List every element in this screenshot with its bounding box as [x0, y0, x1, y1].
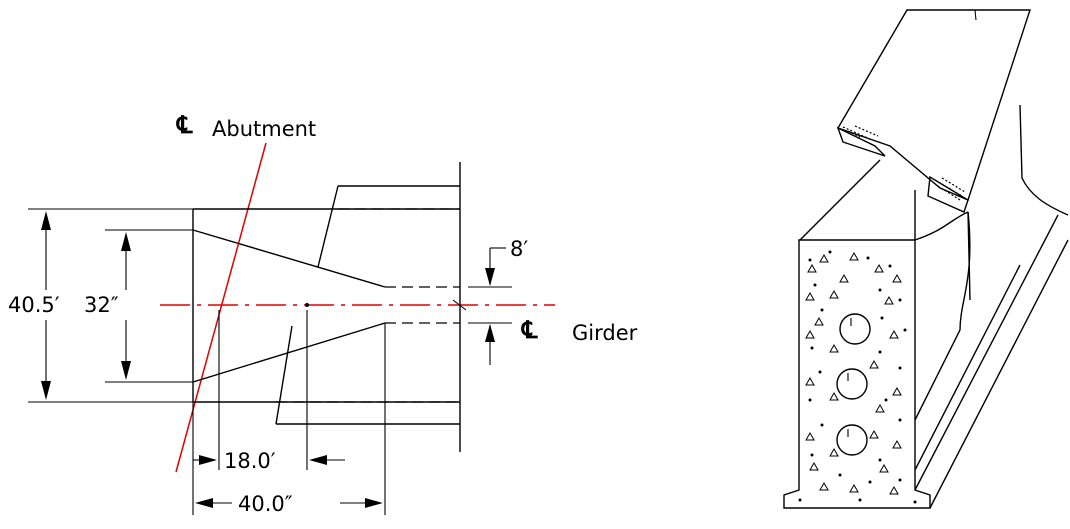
girder-center-point	[305, 303, 309, 307]
dim-top-offset	[468, 247, 512, 365]
dim-forty-label: 40.0″	[238, 492, 293, 516]
dim-eighteen	[193, 310, 345, 470]
concrete-aggregate-texture	[798, 250, 917, 504]
girder-label: Girder	[572, 321, 638, 345]
strand-circle	[836, 424, 868, 456]
strand-circle	[839, 313, 871, 345]
dim-eighteen-label: 18.0′	[224, 449, 276, 473]
abutment-centerline	[175, 142, 267, 473]
dim-bottom-flange-label: 32″	[84, 293, 119, 317]
girder-centerline-symbol: ℄	[521, 315, 538, 344]
strand-circle	[836, 368, 868, 400]
dim-bottom-flange	[105, 229, 193, 383]
abutment-centerline-symbol: ℄	[176, 110, 193, 139]
girder-outline	[192, 162, 467, 452]
dim-overall-depth	[28, 208, 193, 403]
dim-forty	[192, 323, 386, 515]
abutment-label: Abutment	[212, 117, 316, 141]
dim-top-offset-label: 8′	[510, 237, 528, 261]
plan-view: ℄ Abutment	[8, 110, 638, 516]
isometric-girder	[783, 9, 1069, 509]
dim-overall-depth-label: 40.5′	[8, 293, 60, 317]
